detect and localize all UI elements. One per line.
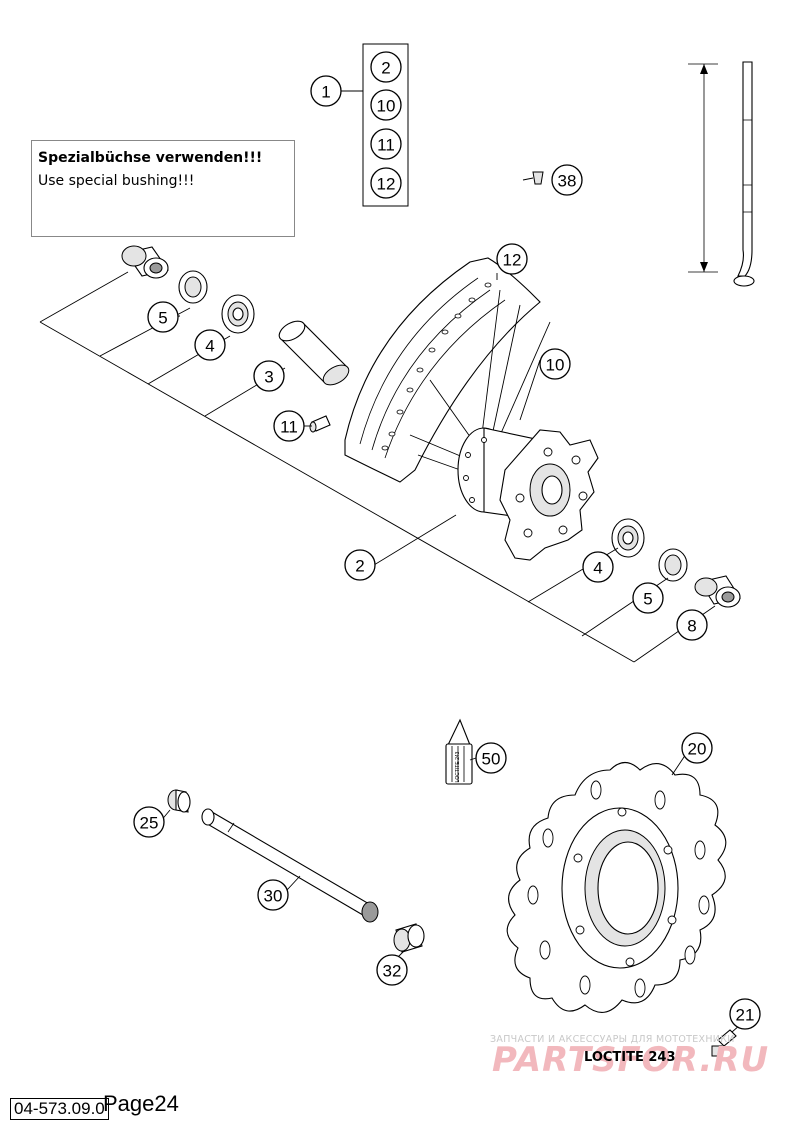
loctite-tube-50: LOCTITE 243 [445,718,473,785]
callout-12-rim: 12 [496,243,528,275]
callout-21: 21 [729,998,761,1030]
svg-text:11: 11 [377,136,395,155]
svg-text:50: 50 [482,750,501,769]
part-38-cap [532,171,544,185]
watermark-subtitle: ЗАПЧАСТИ И АКСЕССУАРЫ ДЛЯ МОТОТЕХНИКИ [490,1034,735,1045]
svg-text:10: 10 [377,97,396,116]
tube-label: LOCTITE 243 [455,751,461,782]
callout-5-left: 5 [147,301,179,333]
callout-10-group: 10 [370,89,402,121]
callout-20: 20 [681,732,713,764]
callout-2-hub: 2 [344,549,376,581]
callout-32: 32 [376,954,408,986]
collar-25 [167,789,191,813]
svg-text:38: 38 [558,172,577,191]
svg-text:2: 2 [381,59,390,78]
svg-text:25: 25 [140,814,159,833]
callout-30: 30 [257,879,289,911]
callout-1: 1 [310,75,342,107]
svg-text:3: 3 [264,368,273,387]
callout-4-right: 4 [582,551,614,583]
callout-4-left: 4 [194,329,226,361]
callout-10-spoke: 10 [539,348,571,380]
svg-text:20: 20 [688,740,707,759]
svg-text:11: 11 [280,418,298,437]
note-english: Use special bushing!!! [38,173,195,189]
svg-text:4: 4 [205,337,214,356]
callout-11-group: 11 [370,128,402,160]
callout-2-group: 2 [370,51,402,83]
callout-5-right: 5 [632,582,664,614]
axle-nut-32 [393,923,425,953]
hub-2 [457,427,599,561]
left-wheel-bearing [221,294,255,334]
svg-text:12: 12 [377,175,396,194]
brake-disc-20 [506,761,727,1013]
callout-3: 3 [253,360,285,392]
left-spacer [121,245,169,279]
svg-text:5: 5 [643,590,652,609]
right-seal-ring [658,548,688,582]
callout-11-nipple: 11 [273,410,305,442]
callout-38: 38 [551,164,583,196]
svg-text:8: 8 [687,617,696,636]
spoke-nipple-11 [309,415,331,433]
callout-12-group: 12 [370,167,402,199]
special-bushing-note: Spezialbüchse verwenden!!! Use special b… [31,140,295,237]
left-seal-ring [178,270,208,304]
document-number: 04-573.09.0 [10,1098,109,1120]
page-label: Page24 [103,1091,179,1116]
callout-25: 25 [133,806,165,838]
svg-text:32: 32 [383,962,402,981]
callout-8: 8 [676,609,708,641]
svg-text:21: 21 [736,1006,755,1025]
note-german: Spezialbüchse verwenden!!! [38,150,263,166]
svg-text:1: 1 [321,83,330,102]
svg-text:10: 10 [546,356,565,375]
callout-50: 50 [475,742,507,774]
spoke-length-drawing [688,61,755,287]
svg-text:30: 30 [264,887,283,906]
disc-bolt-21 [711,1029,737,1057]
svg-text:4: 4 [593,559,602,578]
distance-sleeve-3 [278,320,350,386]
right-wheel-bearing [611,518,645,558]
loctite-label: LOCTITE 243 [584,1050,676,1065]
svg-text:12: 12 [503,251,522,270]
watermark-logo: PARTSFOR.RU [492,1040,770,1080]
right-spacer [694,575,741,608]
axle-30 [201,808,379,923]
svg-text:5: 5 [158,309,167,328]
svg-text:2: 2 [355,557,364,576]
rim-12 [344,257,541,483]
